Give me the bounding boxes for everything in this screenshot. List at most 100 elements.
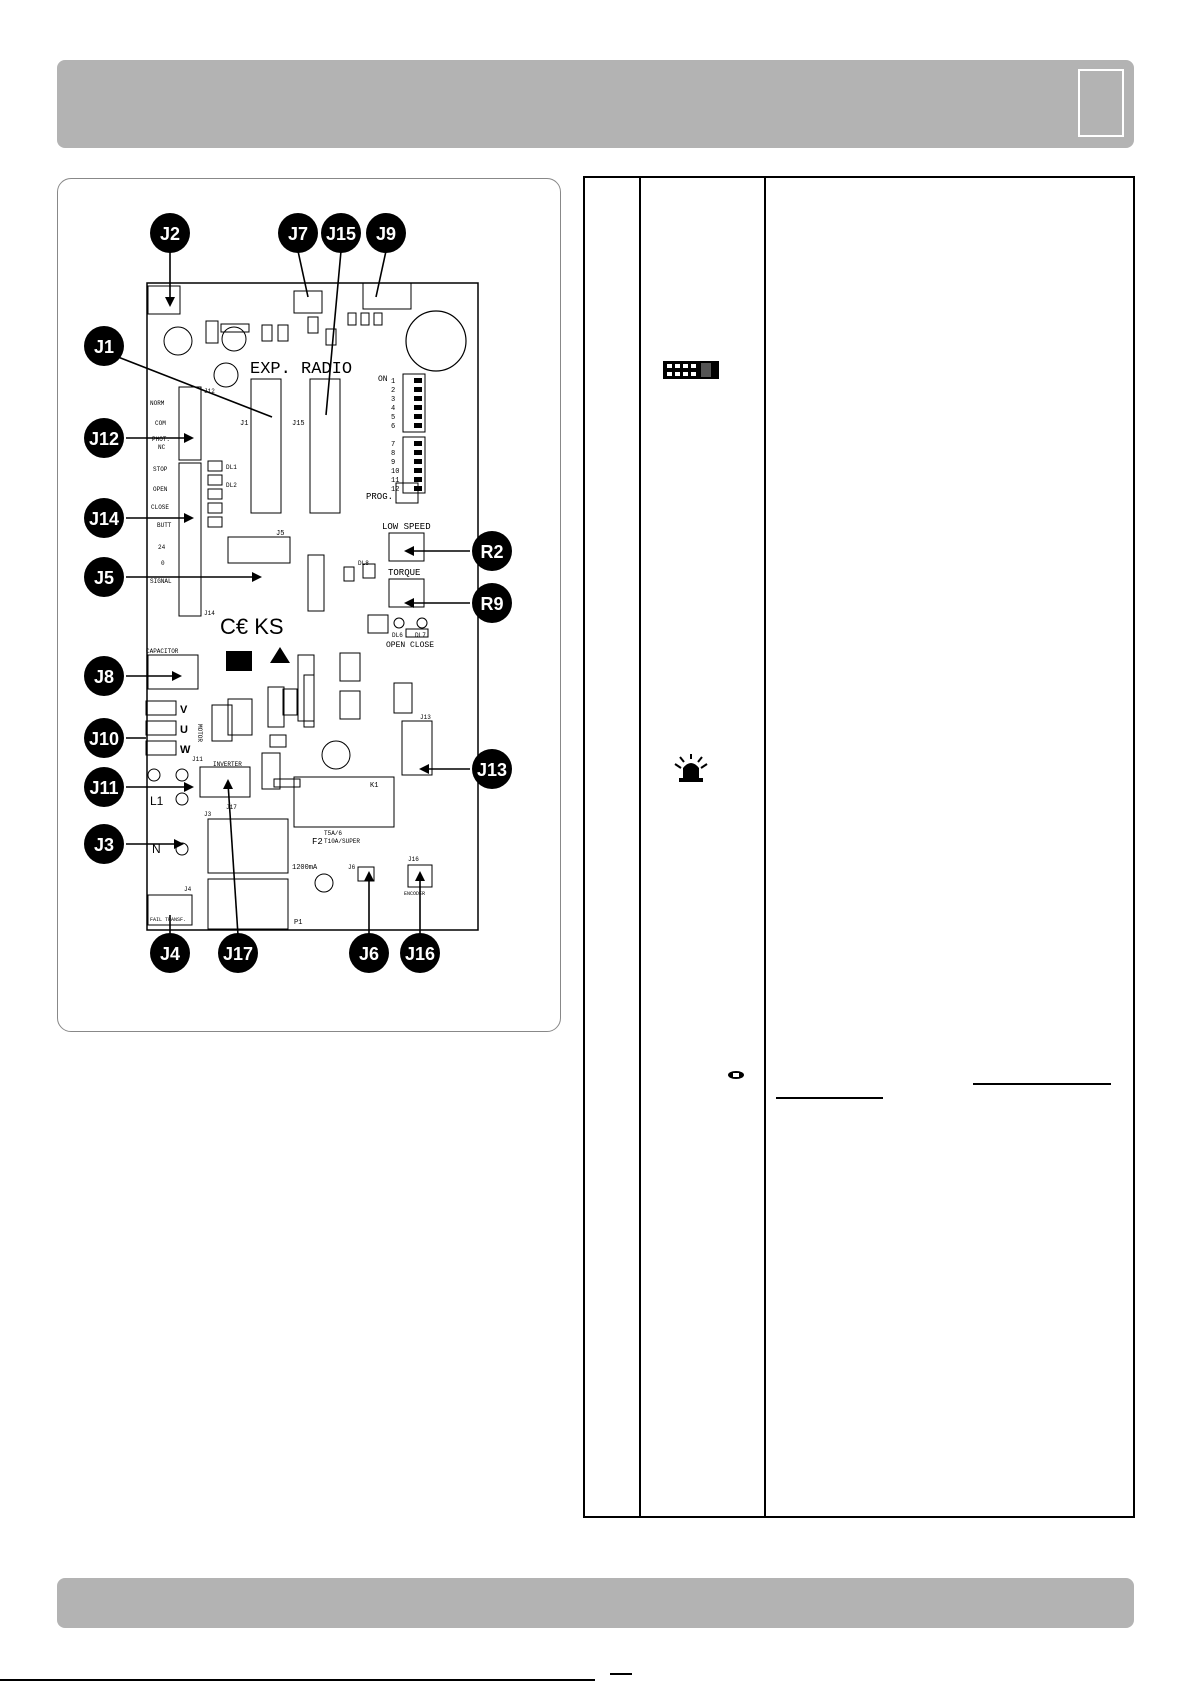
callout-j10: J10: [89, 729, 119, 749]
board-ce-ks-label: C€ KS: [220, 614, 284, 639]
board-fail-transf-label: FAIL TRANSF.: [150, 917, 186, 923]
terminal-label: 0: [161, 560, 165, 567]
terminal-leds: [207, 460, 223, 528]
board-close-label: CLOSE: [410, 641, 434, 650]
header-bar: [57, 60, 1134, 148]
board-prog-label: PROG.: [366, 492, 393, 502]
k1-relay: [293, 776, 395, 828]
board-p1-label: P1: [294, 919, 302, 927]
dip-switch-number: 10: [391, 468, 399, 476]
callout-j17: J17: [223, 944, 253, 964]
terminal-label: NC: [158, 444, 166, 451]
callout-j12: J12: [89, 429, 119, 449]
dip-switch-number: 1: [391, 378, 395, 386]
callout-j13: J13: [477, 760, 507, 780]
callout-j7: J7: [288, 224, 308, 244]
j15-slot: [309, 378, 341, 514]
j5-connector: [227, 536, 291, 564]
j7-connector: [293, 290, 323, 314]
board-j5-label: J5: [276, 530, 284, 538]
board-torque-label: TORQUE: [388, 568, 420, 578]
j1-slot: [250, 378, 282, 514]
callout-j2: J2: [160, 224, 180, 244]
board-j11-label: J11: [192, 756, 203, 763]
board-fuse-label: F2: [312, 837, 323, 847]
dip-switch-number: 7: [391, 441, 395, 449]
board-fuse-t5-label: T5A/6: [324, 830, 342, 837]
text-underline: [776, 1097, 883, 1099]
description-table: [583, 176, 1135, 1518]
callout-arrowheads: [165, 297, 429, 881]
callout-j8: J8: [94, 667, 114, 687]
table-column-divider-1: [639, 178, 641, 1516]
dip-switch-number: 12: [391, 486, 399, 494]
dip-switch-number: 6: [391, 423, 395, 431]
board-k1-label: K1: [370, 782, 378, 790]
board-j6-label: J6: [348, 864, 356, 871]
dip-switch-bank-1: [402, 373, 426, 433]
r2-trimmer: [388, 532, 425, 562]
board-figure-panel: EXP. RADIO J1 J15 ON PROG. J12 J14 NORM …: [57, 178, 561, 1032]
board-u-label: U: [180, 724, 188, 736]
board-dl7-label: DL7: [415, 632, 426, 639]
terminal-label: CLOSE: [151, 504, 169, 511]
flashing-light-icon: [674, 754, 708, 782]
j17-connector: [199, 766, 251, 798]
terminal-label: PHOT.: [152, 436, 170, 443]
callout-j4: J4: [160, 944, 180, 964]
board-low-speed-label: LOW SPEED: [382, 522, 431, 532]
dip-switch-number: 5: [391, 414, 395, 422]
board-capacitor-label: CAPACITOR: [146, 648, 179, 655]
board-dl2-label: DL2: [226, 482, 237, 489]
dip-switch-number: 4: [391, 405, 395, 413]
callout-j5: J5: [94, 568, 114, 588]
board-dl8-label: DL8: [358, 560, 369, 567]
battery-circle: [405, 310, 467, 372]
callout-j9: J9: [376, 224, 396, 244]
dip-switch-number: 11: [391, 477, 399, 485]
j13-connector: [401, 720, 433, 776]
terminal-label: 24: [158, 544, 166, 551]
dip-switch-number: 9: [391, 459, 395, 467]
board-j12-label: J12: [204, 388, 215, 395]
callout-j6: J6: [359, 944, 379, 964]
board-motor-label: MOTOR: [196, 724, 203, 742]
header-page-box: [1078, 69, 1124, 137]
footer-bar: [57, 1578, 1134, 1628]
table-column-divider-2: [764, 178, 766, 1516]
board-j16-label: J16: [408, 856, 419, 863]
board-fuse-t10-label: T10A/SUPER: [324, 838, 360, 845]
board-dl6-label: DL6: [392, 632, 403, 639]
prog-button: [395, 482, 419, 504]
j2-connector: [147, 285, 181, 315]
terminal-label: COM: [155, 420, 166, 427]
terminal-labels: NORM COM PHOT. NC STOP OPEN CLOSE BUTT 2…: [150, 400, 172, 585]
board-j17-label: J17: [226, 804, 237, 811]
dip-switch-number: 2: [391, 387, 395, 395]
callout-j1: J1: [94, 337, 114, 357]
terminal-label: STOP: [153, 466, 168, 473]
board-exp-radio-label: EXP. RADIO: [250, 360, 352, 379]
board-w-label: W: [180, 744, 191, 756]
board-encoder-label: ENCODER: [404, 891, 425, 897]
control-board-diagram: EXP. RADIO J1 J15 ON PROG. J12 J14 NORM …: [84, 213, 512, 973]
board-j13-label: J13: [420, 714, 431, 721]
dip-on-label: ON: [378, 375, 388, 384]
board-l1-label: L1: [150, 794, 164, 808]
board-j4-label: J4: [184, 886, 192, 893]
j14-terminal-block: [178, 462, 202, 617]
connector-block-icon: [663, 361, 719, 379]
callout-r9: R9: [480, 594, 503, 614]
terminal-label: NORM: [150, 400, 165, 407]
callout-pointer-lines: [117, 250, 470, 936]
terminal-label: OPEN: [153, 486, 168, 493]
board-j3-label: J3: [204, 811, 212, 818]
text-underline: [973, 1083, 1111, 1085]
board-j15-label: J15: [292, 420, 305, 428]
callout-r2: R2: [480, 542, 503, 562]
board-dl1-label: DL1: [226, 464, 237, 471]
dip-switches: [414, 378, 422, 491]
callout-j14: J14: [89, 509, 119, 529]
callout-circles: [84, 213, 512, 973]
j8-connector: [147, 654, 199, 690]
